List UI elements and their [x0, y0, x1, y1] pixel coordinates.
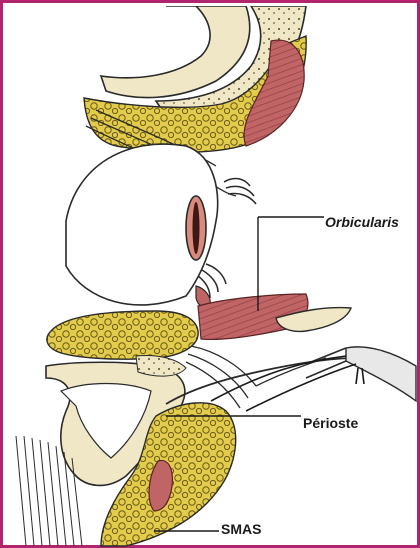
label-smas: SMAS: [221, 521, 261, 537]
lower-eyelid-lines: [186, 346, 326, 408]
periosteum: [166, 358, 356, 404]
label-perioste: Périoste: [303, 415, 358, 431]
forceps-instrument: [306, 347, 416, 401]
upper-eyelashes: [224, 179, 256, 204]
lower-fat-band: [47, 311, 198, 359]
eyelid-anatomy-illustration: [6, 6, 420, 548]
label-orbicularis: Orbicularis: [325, 214, 399, 230]
sinus-area: [136, 356, 186, 377]
